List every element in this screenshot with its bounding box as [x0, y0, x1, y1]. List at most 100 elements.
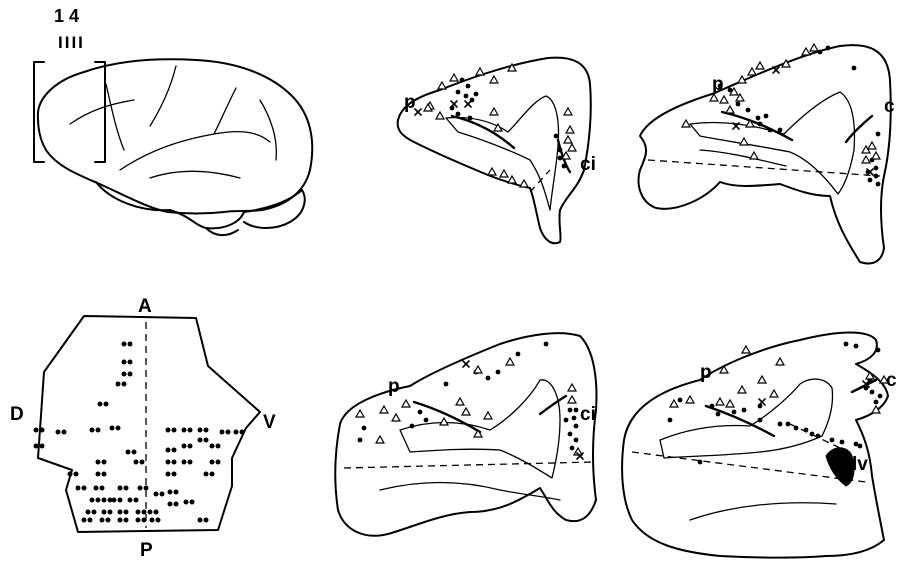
map-dot: [154, 492, 159, 497]
map-dot: [184, 500, 189, 505]
section-4-dot: [816, 434, 821, 439]
section-2-triangle: [748, 68, 756, 75]
map-dot: [98, 402, 103, 407]
map-dot: [142, 518, 147, 523]
map-dot: [118, 498, 123, 503]
map-dot: [134, 498, 139, 503]
section-4-dot: [878, 394, 883, 399]
section-4-dot: [874, 400, 879, 405]
section-1-dot: [464, 94, 469, 99]
section-2-label-c: c: [884, 96, 895, 117]
map-dot: [172, 472, 177, 477]
section-3-triangle: [506, 358, 514, 365]
cingulate-sulcus-2: [846, 116, 872, 142]
section-2-triangle: [682, 120, 690, 127]
map-dot: [216, 444, 221, 449]
section-1-triangle: [564, 108, 572, 115]
map-dot: [210, 472, 215, 477]
map-dot: [188, 444, 193, 449]
section-2-triangle: [872, 152, 880, 159]
map-dot: [182, 428, 187, 433]
section-3-triangle: [456, 398, 464, 405]
cerebrum-outline: [38, 59, 312, 213]
map-dot: [172, 460, 177, 465]
section-1-triangle: [450, 74, 458, 81]
section-3-dot: [496, 370, 501, 375]
map-dot: [188, 428, 193, 433]
map-dot: [204, 438, 209, 443]
section-4-triangle: [670, 400, 678, 407]
map-dot: [124, 510, 129, 515]
section-2-dot: [874, 174, 879, 179]
map-dot: [156, 518, 161, 523]
section-4-dot: [858, 444, 863, 449]
section-1-triangle: [490, 108, 498, 115]
section-1-triangle: [476, 68, 484, 75]
map-dot: [166, 428, 171, 433]
section-3-dot: [572, 416, 577, 421]
section-2-dot: [826, 46, 831, 51]
map-dot: [198, 438, 203, 443]
temporal-lobe: [96, 182, 244, 228]
section-3-dot: [516, 352, 521, 357]
map-dot: [82, 486, 87, 491]
map-dot: [210, 460, 215, 465]
section-2-triangle: [750, 152, 758, 159]
section-3-label-ci: ci: [580, 404, 596, 425]
section-2-dot: [876, 132, 881, 137]
map-dot: [100, 518, 105, 523]
section-4-dot: [830, 438, 835, 443]
section-1-triangle: [566, 126, 574, 133]
map-dot: [112, 498, 117, 503]
map-dot: [128, 372, 133, 377]
map-dot: [74, 472, 79, 477]
section-4-triangle: [770, 390, 778, 397]
section-4-triangle: [776, 358, 784, 365]
section-2-dot: [852, 66, 857, 71]
section-4-dot: [794, 426, 799, 431]
section-1-dot: [554, 134, 559, 139]
section-number-label: 1 4: [54, 6, 79, 26]
section-3-dot: [486, 376, 491, 381]
section-4-triangle: [686, 396, 694, 403]
map-dot: [110, 426, 115, 431]
map-dot: [136, 510, 141, 515]
principal-sulcus-3: [414, 402, 480, 432]
section-4-dot: [854, 344, 859, 349]
section-4-dot: [742, 408, 747, 413]
section-2-dot: [764, 114, 769, 119]
section-2-dot: [718, 84, 723, 89]
section-2-inner-fold: [700, 150, 786, 166]
section-3-triangle: [392, 414, 400, 421]
map-dot: [122, 360, 127, 365]
section-1-dashed-line: [530, 170, 550, 192]
coronal-section-2: p c: [639, 45, 895, 263]
map-dot: [90, 428, 95, 433]
section-2-triangle: [720, 96, 728, 103]
section-4-label-p: p: [700, 362, 712, 383]
section-2-dot: [756, 116, 761, 121]
map-dot: [174, 502, 179, 507]
section-2-triangle: [756, 62, 764, 69]
section-1-triangle: [488, 168, 496, 175]
map-dot: [96, 472, 101, 477]
section-3-triangle: [462, 408, 470, 415]
right-bracket: [95, 62, 105, 162]
section-1-triangle: [564, 136, 572, 143]
section-3-dot: [568, 432, 573, 437]
section-4-dot: [716, 412, 721, 417]
map-dot: [122, 382, 127, 387]
map-dot: [102, 460, 107, 465]
section-4-outline: [622, 333, 888, 558]
map-dot: [168, 490, 173, 495]
section-2-dot: [874, 166, 879, 171]
section-3-dot: [418, 410, 423, 415]
map-dot: [34, 444, 39, 449]
section-2-triangle: [802, 48, 810, 55]
section-4-dot: [840, 440, 845, 445]
section-3-triangle: [474, 366, 482, 373]
cingulate-sulcus-3: [540, 396, 566, 414]
section-4-triangle: [716, 398, 724, 405]
section-3-dot: [358, 438, 363, 443]
